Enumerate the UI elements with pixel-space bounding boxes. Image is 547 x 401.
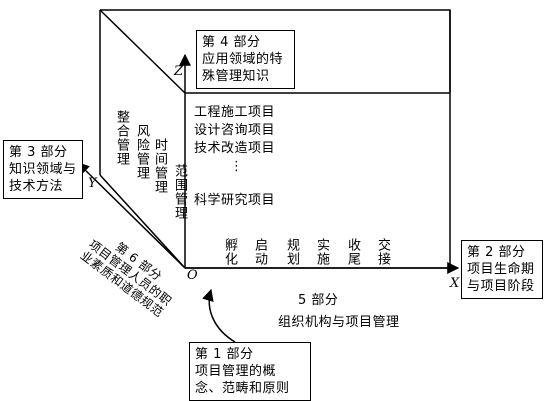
part1-title: 第 1 部分 <box>195 347 254 362</box>
knowledge-area-3: 时间管理 <box>152 138 167 194</box>
part4-line-2: 殊管理知识 <box>202 69 270 84</box>
part3-line-2: 技术方法 <box>9 179 64 194</box>
phase-6: 交接 <box>375 238 390 266</box>
project-type-3: 技术改造项目 <box>194 141 276 156</box>
part2-box: 第 2 部分 项目生命期 与项目阶段 <box>461 240 543 299</box>
part1-line-1: 项目管理的概 <box>195 364 277 379</box>
part5-title: 5 部分 <box>298 293 339 308</box>
part4-box: 第 4 部分 应用领域的特 殊管理知识 <box>196 30 295 89</box>
knowledge-area-2: 风险管理 <box>134 124 149 180</box>
knowledge-area-4: 范围管理 <box>172 164 187 220</box>
part3-title: 第 3 部分 <box>9 145 68 160</box>
part4-line-1: 应用领域的特 <box>202 52 284 67</box>
knowledge-area-1: 整合管理 <box>114 110 129 166</box>
cube-bottom-diagonal <box>99 174 186 269</box>
part3-line-1: 知识领域与 <box>9 162 77 177</box>
z-axis-label: Z <box>174 64 184 79</box>
project-type-5: 科学研究项目 <box>194 193 276 208</box>
cube-top-diagonal <box>99 9 186 94</box>
origin-label: O <box>187 268 198 283</box>
project-type-ellipsis: ⋮ <box>230 159 244 174</box>
part3-box: 第 3 部分 知识领域与 技术方法 <box>3 140 83 199</box>
phase-5: 收尾 <box>345 238 360 266</box>
part1-pointer-arrow <box>202 288 236 343</box>
x-axis-label: X <box>450 276 460 291</box>
phase-1: 孵化 <box>222 238 237 266</box>
phase-4: 实施 <box>314 238 329 266</box>
y-axis <box>77 162 186 269</box>
part2-line-1: 项目生命期 <box>467 262 535 277</box>
part1-box: 第 1 部分 项目管理的概 念、范畴和原则 <box>189 342 311 401</box>
project-type-1: 工程施工项目 <box>194 105 276 120</box>
part1-line-2: 念、范畴和原则 <box>195 381 290 396</box>
part4-title: 第 4 部分 <box>202 35 261 50</box>
part2-line-2: 与项目阶段 <box>467 279 535 294</box>
phase-3: 规划 <box>284 238 299 266</box>
project-type-2: 设计咨询项目 <box>194 123 276 138</box>
y-axis-label: Y <box>88 176 97 191</box>
part5-body: 组织机构与项目管理 <box>278 315 400 330</box>
phase-2: 启动 <box>252 238 267 266</box>
part2-title: 第 2 部分 <box>467 245 526 260</box>
